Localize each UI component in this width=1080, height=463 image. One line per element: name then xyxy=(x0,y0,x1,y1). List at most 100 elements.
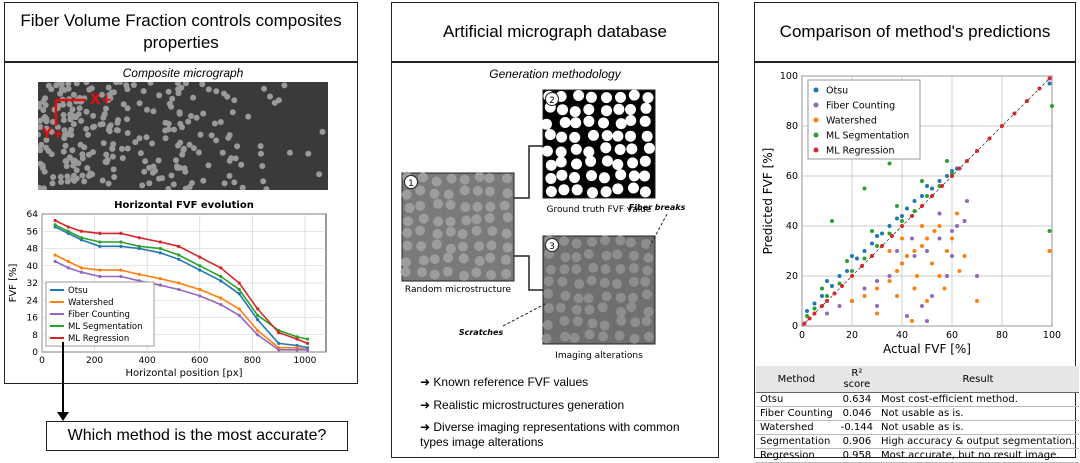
fiber-dot xyxy=(559,264,570,275)
fiber-dot xyxy=(614,330,625,341)
fiber-dot xyxy=(598,117,609,129)
fiber-dot xyxy=(267,93,273,100)
data-point xyxy=(98,268,102,272)
data-point xyxy=(925,319,929,323)
step-1-label: Random microstructure xyxy=(405,285,512,295)
fiber-dot xyxy=(142,158,149,165)
fiber-dot xyxy=(471,267,482,278)
fiber-dot xyxy=(109,153,116,160)
fiber-dot xyxy=(245,113,252,120)
data-point xyxy=(870,229,874,233)
data-point xyxy=(237,281,241,285)
fiber-dot xyxy=(90,112,97,119)
fiber-dot xyxy=(459,174,470,185)
fiber-dot xyxy=(418,172,428,183)
data-point xyxy=(915,274,919,278)
cell-method: Watershed xyxy=(756,420,837,435)
y-axis-label: FVF [%] xyxy=(8,263,19,302)
fiber-dot xyxy=(416,241,427,252)
fiber-dot xyxy=(612,159,624,170)
fiber-dot xyxy=(625,130,636,142)
fiber-dot xyxy=(221,90,228,97)
legend-marker xyxy=(813,102,819,108)
fiber-dot xyxy=(615,264,626,274)
fiber-dot xyxy=(583,115,595,127)
data-point xyxy=(277,341,281,345)
fiber-dot xyxy=(600,235,610,246)
fiber-dot xyxy=(457,229,468,239)
fiber-dot xyxy=(541,333,552,344)
data-point xyxy=(820,304,824,308)
fiber-dot xyxy=(70,157,76,164)
data-point xyxy=(950,229,954,233)
fiber-dot xyxy=(75,160,82,167)
data-point xyxy=(837,304,842,308)
data-point xyxy=(937,274,942,278)
fiber-dot xyxy=(84,165,91,171)
data-point xyxy=(895,249,899,253)
fiber-dot xyxy=(639,155,651,167)
fiber-dot xyxy=(193,114,200,121)
left-title-box: Fiber Volume Fraction controls composite… xyxy=(4,2,358,62)
middle-title: Artificial micrograph database xyxy=(443,22,667,41)
fiber-dot xyxy=(629,333,640,344)
fiber-dot xyxy=(570,117,582,129)
fiber-dot xyxy=(38,141,45,148)
fiber-dot xyxy=(556,169,568,181)
data-point xyxy=(965,199,969,203)
fiber-dot xyxy=(186,141,193,148)
fiber-dot xyxy=(150,108,157,115)
fiber-dot xyxy=(573,293,584,304)
data-point xyxy=(957,166,962,171)
cell-r2: 0.958 xyxy=(836,448,878,463)
fiber-dot xyxy=(544,303,555,314)
connector-1-to-3 xyxy=(514,255,543,291)
fiber-dot xyxy=(429,269,440,280)
fiber-dot xyxy=(132,139,139,146)
data-point xyxy=(66,229,70,233)
data-point xyxy=(237,307,241,311)
x-tick-label: 0 xyxy=(39,356,45,366)
fiber-dot xyxy=(176,110,183,117)
fiber-breaks-arrow xyxy=(649,213,668,247)
fiber-dot xyxy=(49,180,56,187)
fiber-dot xyxy=(110,166,117,173)
fiber-dot xyxy=(639,115,651,127)
data-point xyxy=(820,286,824,291)
fiber-dot xyxy=(83,125,90,132)
data-point xyxy=(950,174,954,178)
fiber-dot xyxy=(643,306,654,317)
legend-marker xyxy=(813,117,819,123)
fiber-dot xyxy=(630,317,641,328)
fiber-dot xyxy=(433,198,444,209)
data-point xyxy=(890,234,894,238)
data-point xyxy=(937,236,942,241)
data-point xyxy=(862,186,867,191)
data-point xyxy=(137,272,141,276)
cell-method: Regression xyxy=(756,448,837,463)
data-point xyxy=(860,264,864,268)
fiber-dot xyxy=(627,157,639,169)
fiber-dot xyxy=(42,102,49,108)
data-point xyxy=(66,225,70,229)
fiber-dot xyxy=(98,91,105,98)
fiber-dot xyxy=(155,157,162,164)
data-point xyxy=(830,219,834,223)
fiber-dot xyxy=(100,114,107,121)
data-point xyxy=(925,184,929,188)
fiber-dot xyxy=(166,100,173,107)
fiber-dot xyxy=(459,270,469,281)
fiber-dot xyxy=(626,302,637,313)
data-point xyxy=(937,211,942,216)
composite-micrograph: X+ Y+ xyxy=(38,82,328,190)
fiber-dot xyxy=(401,257,411,268)
fiber-dot xyxy=(571,184,583,196)
data-point xyxy=(955,211,959,216)
fiber-dot xyxy=(221,180,228,187)
fiber-dot xyxy=(85,131,91,138)
fiber-dot xyxy=(195,149,202,156)
data-point xyxy=(862,286,867,291)
fiber-dot xyxy=(316,171,323,178)
header-result: Result xyxy=(877,366,1079,393)
fiber-dot xyxy=(67,116,74,123)
